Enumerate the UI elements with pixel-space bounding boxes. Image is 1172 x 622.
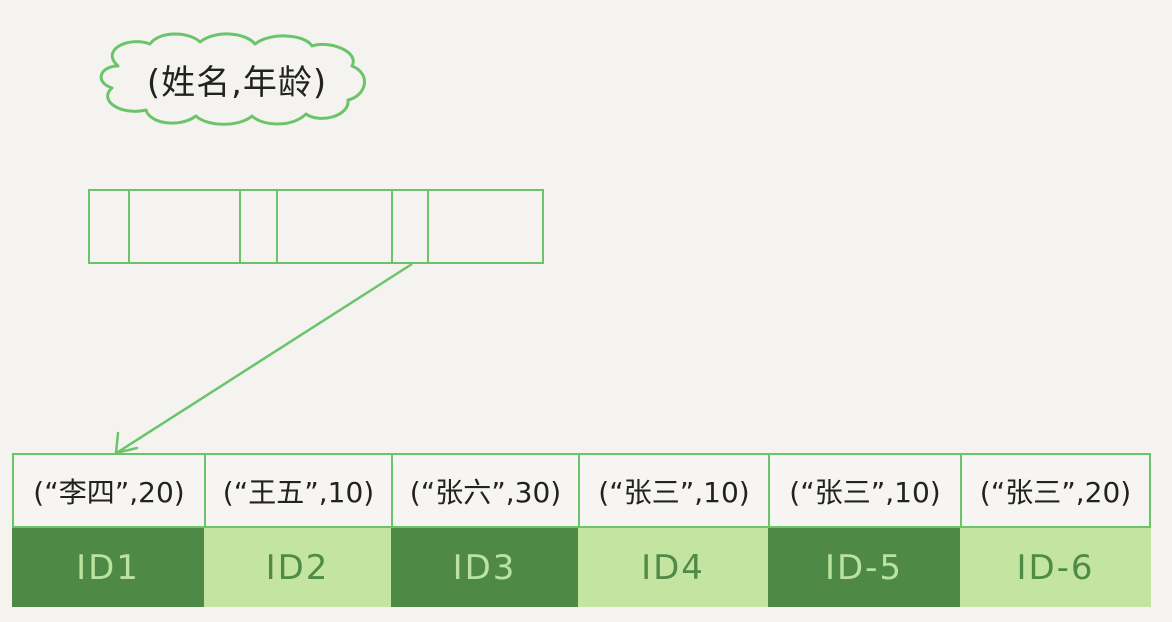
index-label: (姓名,年龄) [146, 62, 328, 103]
record-key-cell: (“李四”,20) [12, 453, 204, 528]
index-node [88, 189, 544, 264]
record-key-cell: (“张三”,10) [578, 453, 768, 528]
record-id-cell: ID3 [391, 528, 578, 607]
index-pointer-slot [393, 191, 430, 262]
key-row: (“李四”,20) (“王五”,10) (“张六”,30) (“张三”,10) … [12, 453, 1151, 528]
record-id-cell: ID4 [578, 528, 768, 607]
record-id-cell: ID-6 [960, 528, 1151, 607]
record-key-cell: (“张三”,20) [960, 453, 1151, 528]
index-pointer-slot [90, 191, 130, 262]
index-pointer-slot [241, 191, 279, 262]
index-key-slot [278, 191, 394, 262]
record-key-cell: (“王五”,10) [204, 453, 391, 528]
record-key-cell: (“张六”,30) [391, 453, 578, 528]
index-key-slot [429, 191, 542, 262]
record-id-cell: ID1 [12, 528, 204, 607]
id-row: ID1 ID2 ID3 ID4 ID-5 ID-6 [12, 528, 1151, 607]
index-key-slot [130, 191, 241, 262]
record-key-cell: (“张三”,10) [768, 453, 960, 528]
record-id-cell: ID-5 [768, 528, 960, 607]
cloud-bubble [99, 32, 366, 126]
pointer-arrow-line [117, 262, 413, 454]
record-id-cell: ID2 [204, 528, 391, 607]
leaf-node: (“李四”,20) (“王五”,10) (“张六”,30) (“张三”,10) … [12, 453, 1151, 607]
